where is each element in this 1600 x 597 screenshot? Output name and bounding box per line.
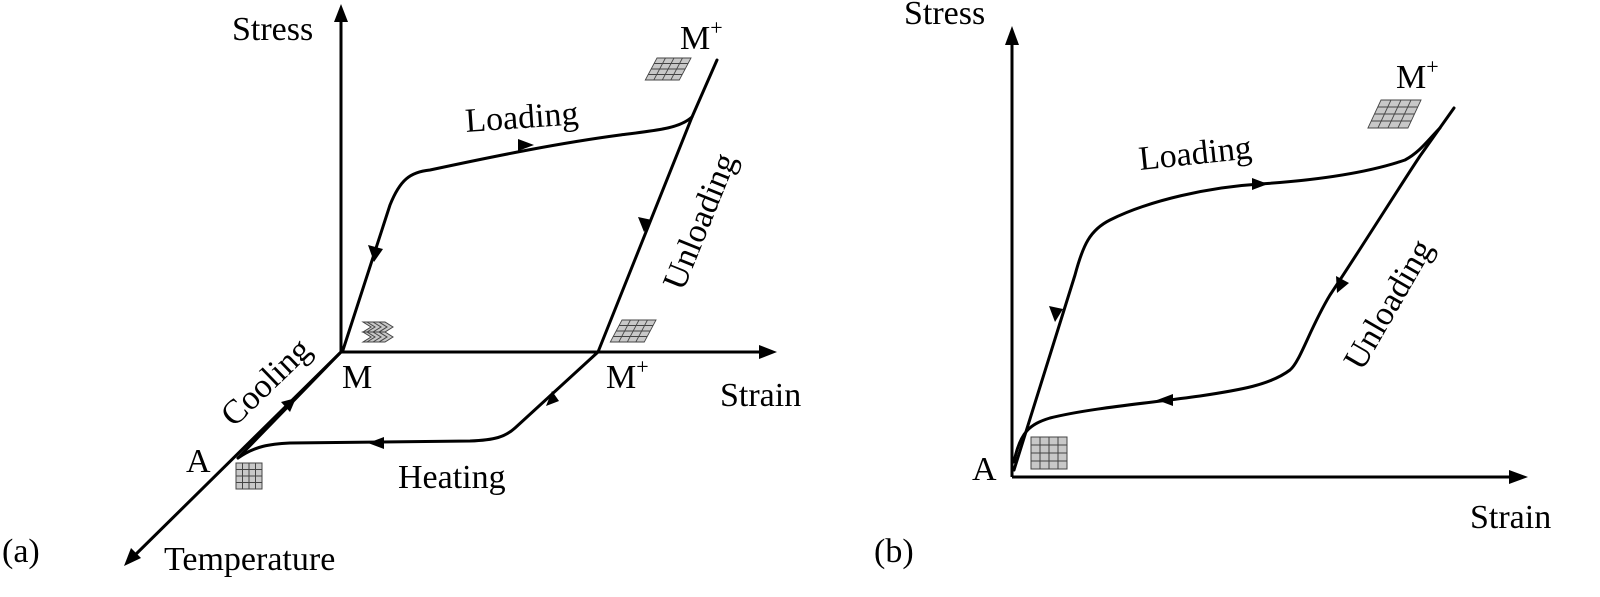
unloading-left-arrow-b: [1157, 394, 1173, 406]
twinned-martensite-lattice-icon-a: [361, 321, 394, 343]
stress-axis-label-b: Stress: [904, 0, 985, 32]
loading-curve-a: [341, 115, 694, 352]
detwinned-martensite-lattice-icon-b: [1367, 99, 1422, 129]
unloading-curve-b: [1012, 106, 1456, 464]
unloading-curve-a: [596, 58, 719, 354]
heating-curve-a: [236, 350, 600, 460]
point-m-plus-bottom-label-a: M+: [606, 354, 649, 396]
heating-left-arrow-a: [368, 437, 384, 449]
point-m-plus-label-b: M+: [1396, 54, 1439, 96]
loading-right-arrow-a: [518, 139, 534, 151]
loading-label-b: Loading: [1137, 129, 1254, 178]
panel-b: Stress Strain A M+ Loading Unloading (b): [874, 0, 1551, 570]
cooling-label-a: Cooling: [214, 331, 319, 434]
strain-axis-arrowhead-b: [1509, 470, 1528, 484]
loading-up-arrow-b: [1049, 306, 1063, 322]
unloading-down-arrow-b: [1336, 276, 1349, 293]
detwinned-martensite-lattice-icon-a-bottom: [609, 319, 657, 343]
point-m-label-a: M: [342, 359, 372, 396]
loading-up-arrow-a: [368, 245, 383, 262]
temperature-axis-arrowhead-a: [124, 548, 141, 566]
stress-axis-arrowhead-a: [334, 4, 348, 22]
temperature-axis-label-a: Temperature: [164, 541, 335, 578]
panel-tag-b: (b): [874, 533, 914, 570]
loading-label-a: Loading: [464, 95, 580, 140]
point-m-plus-top-label-a: M+: [680, 15, 723, 57]
point-a-label-b: A: [972, 451, 997, 488]
cooling-arrow-a: [281, 398, 296, 412]
strain-axis-label-b: Strain: [1470, 499, 1551, 536]
panel-a: Stress Strain Temperature M A M+ M+ Load…: [2, 4, 801, 578]
heating-label-a: Heating: [398, 459, 506, 496]
austenite-cubic-lattice-icon-b: [1030, 436, 1068, 470]
loading-right-arrow-b: [1252, 178, 1268, 190]
panel-tag-a: (a): [2, 533, 40, 570]
unloading-arrow-a: [638, 217, 652, 232]
austenite-cubic-lattice-icon-a: [235, 462, 263, 490]
detwinned-martensite-lattice-icon-a-top: [644, 57, 692, 81]
unloading-label-b: Unloading: [1337, 233, 1441, 376]
stress-axis-label-a: Stress: [232, 11, 313, 48]
strain-axis-label-a: Strain: [720, 377, 801, 414]
point-a-label-a: A: [186, 443, 211, 480]
stress-axis-arrowhead-b: [1005, 26, 1019, 45]
heating-down-arrow-a: [546, 391, 559, 406]
strain-axis-arrowhead-a: [759, 345, 777, 359]
